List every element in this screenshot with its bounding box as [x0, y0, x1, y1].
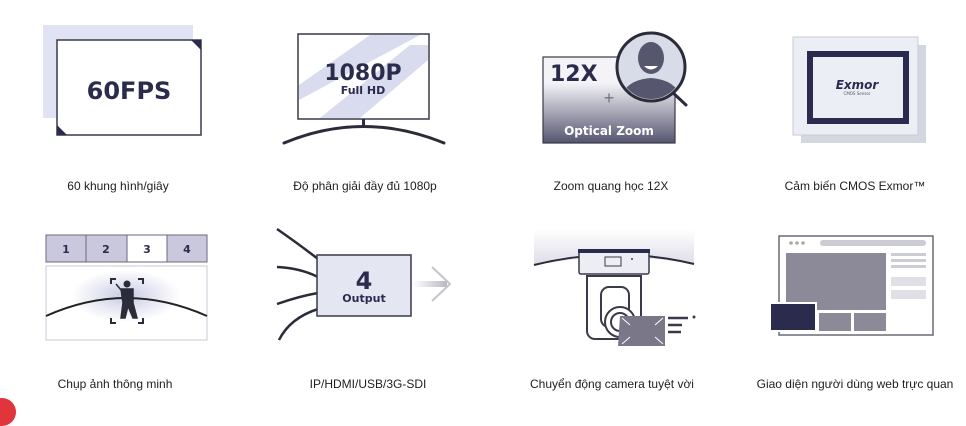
icon-text: Full HD: [341, 84, 386, 97]
icon-text: 1: [62, 243, 70, 256]
icon-text: 4: [183, 243, 191, 256]
icon-text: Optical Zoom: [564, 124, 654, 138]
svg-text:+: +: [604, 88, 615, 108]
feature-label-camera-motion: Chuyển động camera tuyệt vời: [530, 377, 694, 391]
icon-text: 3: [143, 243, 151, 256]
icon-text: 4: [356, 267, 373, 295]
feature-label-smart-capture: Chụp ảnh thông minh: [57, 377, 173, 391]
feature-label-exmor: Cảm biến CMOS Exmor™: [784, 179, 926, 193]
icon-text: 60FPS: [87, 77, 172, 105]
fps-icon: 60FPS: [43, 25, 202, 136]
icon-text: CMOS Sensor: [844, 91, 871, 96]
output-icon: 4 Output: [276, 227, 452, 341]
feature-label-web-ui: Giao diện người dùng web trực quan: [756, 377, 954, 391]
exmor-sensor-icon: Exmor CMOS Sensor: [792, 36, 926, 143]
feature-illustrations: 60FPS 1080P Full HD 12X + Optical Zoom E…: [43, 25, 934, 346]
monitor-icon: 1080P Full HD: [282, 33, 446, 145]
optical-zoom-icon: 12X + Optical Zoom: [542, 31, 688, 144]
icon-text: 1080P: [324, 61, 401, 86]
feature-label-zoom: Zoom quang học 12X: [553, 179, 669, 193]
icon-text: 2: [102, 243, 110, 256]
web-ui-icon: [769, 235, 934, 336]
ptz-camera-icon: [533, 229, 696, 346]
icon-text: Output: [342, 292, 385, 305]
feature-label-outputs: IP/HDMI/USB/3G-SDI: [309, 377, 427, 391]
smart-capture-icon: 1 2 3 4: [45, 234, 208, 341]
feature-label-1080p: Độ phân giải đầy đủ 1080p: [293, 179, 437, 193]
icon-text: Exmor: [836, 78, 880, 92]
icon-text: 12X: [550, 62, 598, 87]
feature-label-60fps: 60 khung hình/giây: [67, 179, 169, 193]
